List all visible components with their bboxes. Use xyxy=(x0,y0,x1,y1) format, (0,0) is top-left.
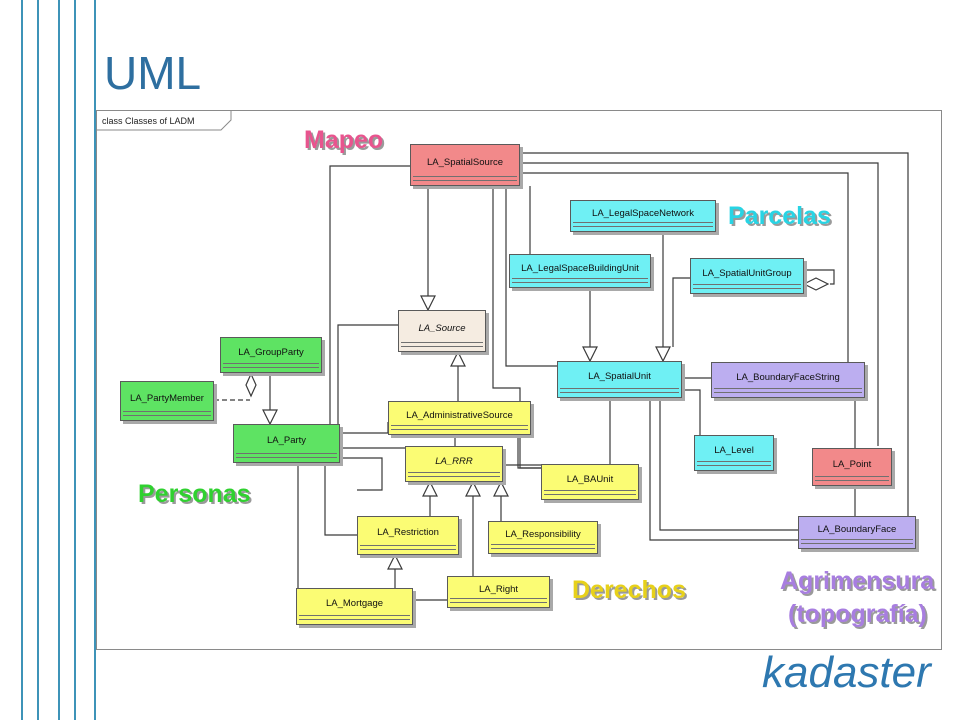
class-la-party-label: LA_Party xyxy=(266,435,307,446)
class-la-source[interactable]: LA_Source xyxy=(398,310,486,352)
class-la-boundary-face-label: LA_BoundaryFace xyxy=(817,524,897,535)
class-la-legal-space-building-unit-label: LA_LegalSpaceBuildingUnit xyxy=(521,262,639,274)
class-la-party[interactable]: LA_Party xyxy=(233,424,340,463)
decorative-line-4 xyxy=(74,0,76,720)
class-la-rrr[interactable]: LA_RRR xyxy=(405,446,503,482)
class-la-right[interactable]: LA_Right xyxy=(447,576,550,608)
class-la-rrr-label: LA_RRR xyxy=(435,455,473,467)
class-la-legal-space-building-unit[interactable]: LA_LegalSpaceBuildingUnit xyxy=(509,254,651,288)
class-la-responsibility[interactable]: LA_Responsibility xyxy=(488,521,598,554)
class-la-restriction-label: LA_Restriction xyxy=(377,527,439,538)
region-label-agrimensura: Agrimensura xyxy=(780,567,935,595)
region-label-derechos: Derechos xyxy=(572,576,686,604)
class-la-party-member[interactable]: LA_PartyMember xyxy=(120,381,214,421)
class-la-mortgage-label: LA_Mortgage xyxy=(325,598,384,609)
class-la-point[interactable]: LA_Point xyxy=(812,448,892,486)
class-la-right-label: LA_Right xyxy=(478,583,519,595)
class-la-level[interactable]: LA_Level xyxy=(694,435,774,471)
class-la-restriction[interactable]: LA_Restriction xyxy=(357,516,459,555)
region-label-personas: Personas xyxy=(138,480,251,508)
decorative-line-2 xyxy=(37,0,39,720)
class-la-boundary-face-string-label: LA_BoundaryFaceString xyxy=(736,371,840,383)
class-la-administrative-source-label: LA_AdministrativeSource xyxy=(406,409,513,421)
class-la-ba-unit-label: LA_BAUnit xyxy=(566,473,614,485)
class-la-spatial-unit-group-label: LA_SpatialUnitGroup xyxy=(702,267,792,279)
decorative-line-5 xyxy=(94,0,96,720)
class-la-spatial-source[interactable]: LA_SpatialSource xyxy=(410,144,520,186)
class-la-source-label: LA_Source xyxy=(418,322,466,334)
class-la-administrative-source[interactable]: LA_AdministrativeSource xyxy=(388,401,531,435)
class-la-spatial-unit[interactable]: LA_SpatialUnit xyxy=(557,361,682,398)
class-la-boundary-face-string[interactable]: LA_BoundaryFaceString xyxy=(711,362,865,398)
class-la-group-party[interactable]: LA_GroupParty xyxy=(220,337,322,373)
class-la-level-label: LA_Level xyxy=(714,444,754,456)
class-la-group-party-label: LA_GroupParty xyxy=(238,346,304,358)
class-la-spatial-unit-label: LA_SpatialUnit xyxy=(588,371,651,382)
diagram-frame xyxy=(96,110,942,650)
region-label-parcelas: Parcelas xyxy=(728,202,831,230)
class-la-ba-unit[interactable]: LA_BAUnit xyxy=(541,464,639,500)
decorative-line-1 xyxy=(21,0,23,720)
class-la-boundary-face[interactable]: LA_BoundaryFace xyxy=(798,516,916,549)
class-la-legal-space-network-label: LA_LegalSpaceNetwork xyxy=(592,207,694,219)
class-la-responsibility-label: LA_Responsibility xyxy=(505,529,581,540)
region-label-mapeo: Mapeo xyxy=(304,126,384,154)
region-label-topografia: (topografía) xyxy=(788,600,927,628)
decorative-line-3 xyxy=(58,0,60,720)
frame-label: class Classes of LADM xyxy=(102,116,195,126)
class-la-point-label: LA_Point xyxy=(832,458,872,470)
kadaster-logo: kadaster xyxy=(762,648,931,697)
class-la-spatial-source-label: LA_SpatialSource xyxy=(426,156,504,168)
class-la-legal-space-network[interactable]: LA_LegalSpaceNetwork xyxy=(570,200,716,232)
slide-title: UML xyxy=(104,47,202,99)
class-la-mortgage[interactable]: LA_Mortgage xyxy=(296,588,413,625)
class-la-spatial-unit-group[interactable]: LA_SpatialUnitGroup xyxy=(690,258,804,294)
class-la-party-member-label: LA_PartyMember xyxy=(130,392,204,404)
